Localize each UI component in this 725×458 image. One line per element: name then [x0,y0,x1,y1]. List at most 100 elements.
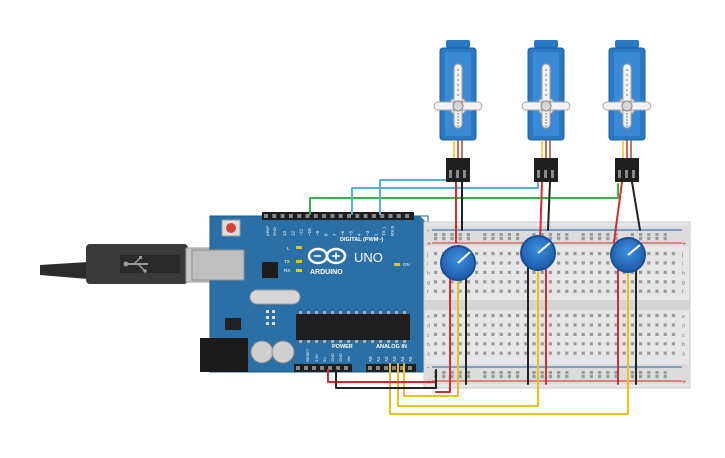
power-label: POWER [332,344,353,350]
analog-pin-label: A5 [408,356,413,362]
row-letter: c [427,333,430,339]
wire-red-servo3[interactable] [613,181,623,243]
wire-yellow-pot2[interactable] [397,269,539,407]
breadboard-center-channel [424,300,690,310]
analog-pin-label: A3 [392,356,397,362]
usb-jack [191,249,245,281]
row-letter-right: d [682,323,685,329]
capacitor [250,340,274,364]
wire-black-servo2[interactable] [547,181,551,231]
digital-pin-label: RX 0 [390,225,395,236]
vin-label: Vin [346,356,351,362]
led-tx [296,260,302,263]
digital-pin-label: ~10 [307,228,312,236]
board-model: UNO [354,250,383,265]
potentiometer-1[interactable] [440,245,476,281]
crystal-oscillator [249,289,301,305]
pot-knob-indicator [537,242,551,254]
servo-motor-2[interactable] [521,40,571,182]
servo-motor-1[interactable] [433,40,483,182]
row-letter-right: f [682,290,684,296]
gnd-label: GND [272,227,277,236]
row-letter: f [427,290,429,296]
row-letter-right: h [682,271,685,277]
analog-pin-label: A0 [368,356,373,362]
wire-yellow-pot1[interactable] [403,279,459,397]
board-brand: ARDUINO [310,269,343,276]
row-letter: i [427,261,428,267]
analog-pin-label: A2 [384,356,389,362]
wire-red-servo2[interactable] [539,181,543,243]
digital-pin-label: ~11 [299,228,304,236]
gnd-power-label: GND [330,353,335,362]
servo-horn-screw-icon [621,100,633,112]
wire-black-servo3[interactable] [631,181,641,231]
rx-label: RX [284,268,290,273]
usb-chip [262,262,278,278]
on-label: ON [403,262,410,267]
wires [309,179,641,415]
wire-black-gnd[interactable] [335,369,437,389]
row-letter: h [427,271,430,277]
analog-label: ANALOG IN [376,344,407,350]
digital-pin-label: 2 [373,233,378,236]
led-l [296,246,302,249]
digital-pin-label: ~5 [348,230,353,236]
row-letter-right: g [682,280,685,286]
tx-label: TX [284,259,290,264]
servo-horn-screw-icon [452,100,464,112]
row-letter-right: i [682,261,683,267]
pot-knob-indicator [627,244,641,256]
rail-minus-bottom: - [427,365,430,372]
voltage-regulator [225,318,241,330]
digital-pin-label: ~3 [365,230,370,236]
digital-pin-label: TX 1 [382,226,387,236]
servo-motor-3[interactable] [602,40,652,182]
wire-red-5v[interactable] [327,369,437,383]
digital-label: DIGITAL (PWM~) [340,237,384,243]
digital-pin-label: 12 [290,230,295,236]
gnd-power-label-2: GND [338,353,343,362]
led-rx [296,269,302,272]
servo-horn-screw-icon [540,100,552,112]
potentiometer-3[interactable] [610,237,646,273]
rail-plus-bottom-right: + [682,379,686,386]
potentiometer-2[interactable] [520,235,556,271]
row-letter: j [426,252,428,258]
wire-green-servo3-signal[interactable] [309,183,619,215]
digital-pin-label: ~6 [340,230,345,236]
row-letter: a [427,352,430,358]
row-letter-right: a [682,352,685,358]
row-letter-right: c [682,333,685,339]
analog-pin-label: A1 [376,356,381,362]
row-letter-right: j [681,252,683,258]
reset-button-cap [226,223,236,233]
analog-pin-label: A4 [400,356,405,362]
wire-red-pot1[interactable] [435,275,451,393]
l-label: L [287,246,290,251]
row-letter-right: e [682,314,685,320]
reset-label: RESET [305,348,310,362]
digital-header[interactable] [262,212,414,220]
aref-label: AREF [265,225,270,236]
3v3-label: 3.3V [314,353,319,362]
5v-label: 5V [322,357,327,362]
usb-icon [123,256,148,273]
wire-blue-servo2-signal[interactable] [351,179,539,215]
arduino-uno-board[interactable]: ARDUINO UNO DIGITAL (PWM~) L TX RX ON PO… [191,212,429,373]
dc-power-jack [200,338,248,372]
digital-pin-label: 13 [282,230,287,236]
row-letter: d [427,323,430,329]
pot-knob-indicator [457,251,471,264]
rail-minus-top: - [427,228,430,235]
row-letter-right: b [682,342,685,348]
digital-pin-label: 4 [357,233,362,236]
rail-plus-top-right: + [682,241,686,248]
led-on [394,263,400,266]
row-letter: g [427,280,430,286]
row-letter: b [427,342,430,348]
capacitor [271,340,295,364]
atmega-chip [296,314,410,340]
wire-blue-servo1-signal[interactable] [379,179,449,215]
